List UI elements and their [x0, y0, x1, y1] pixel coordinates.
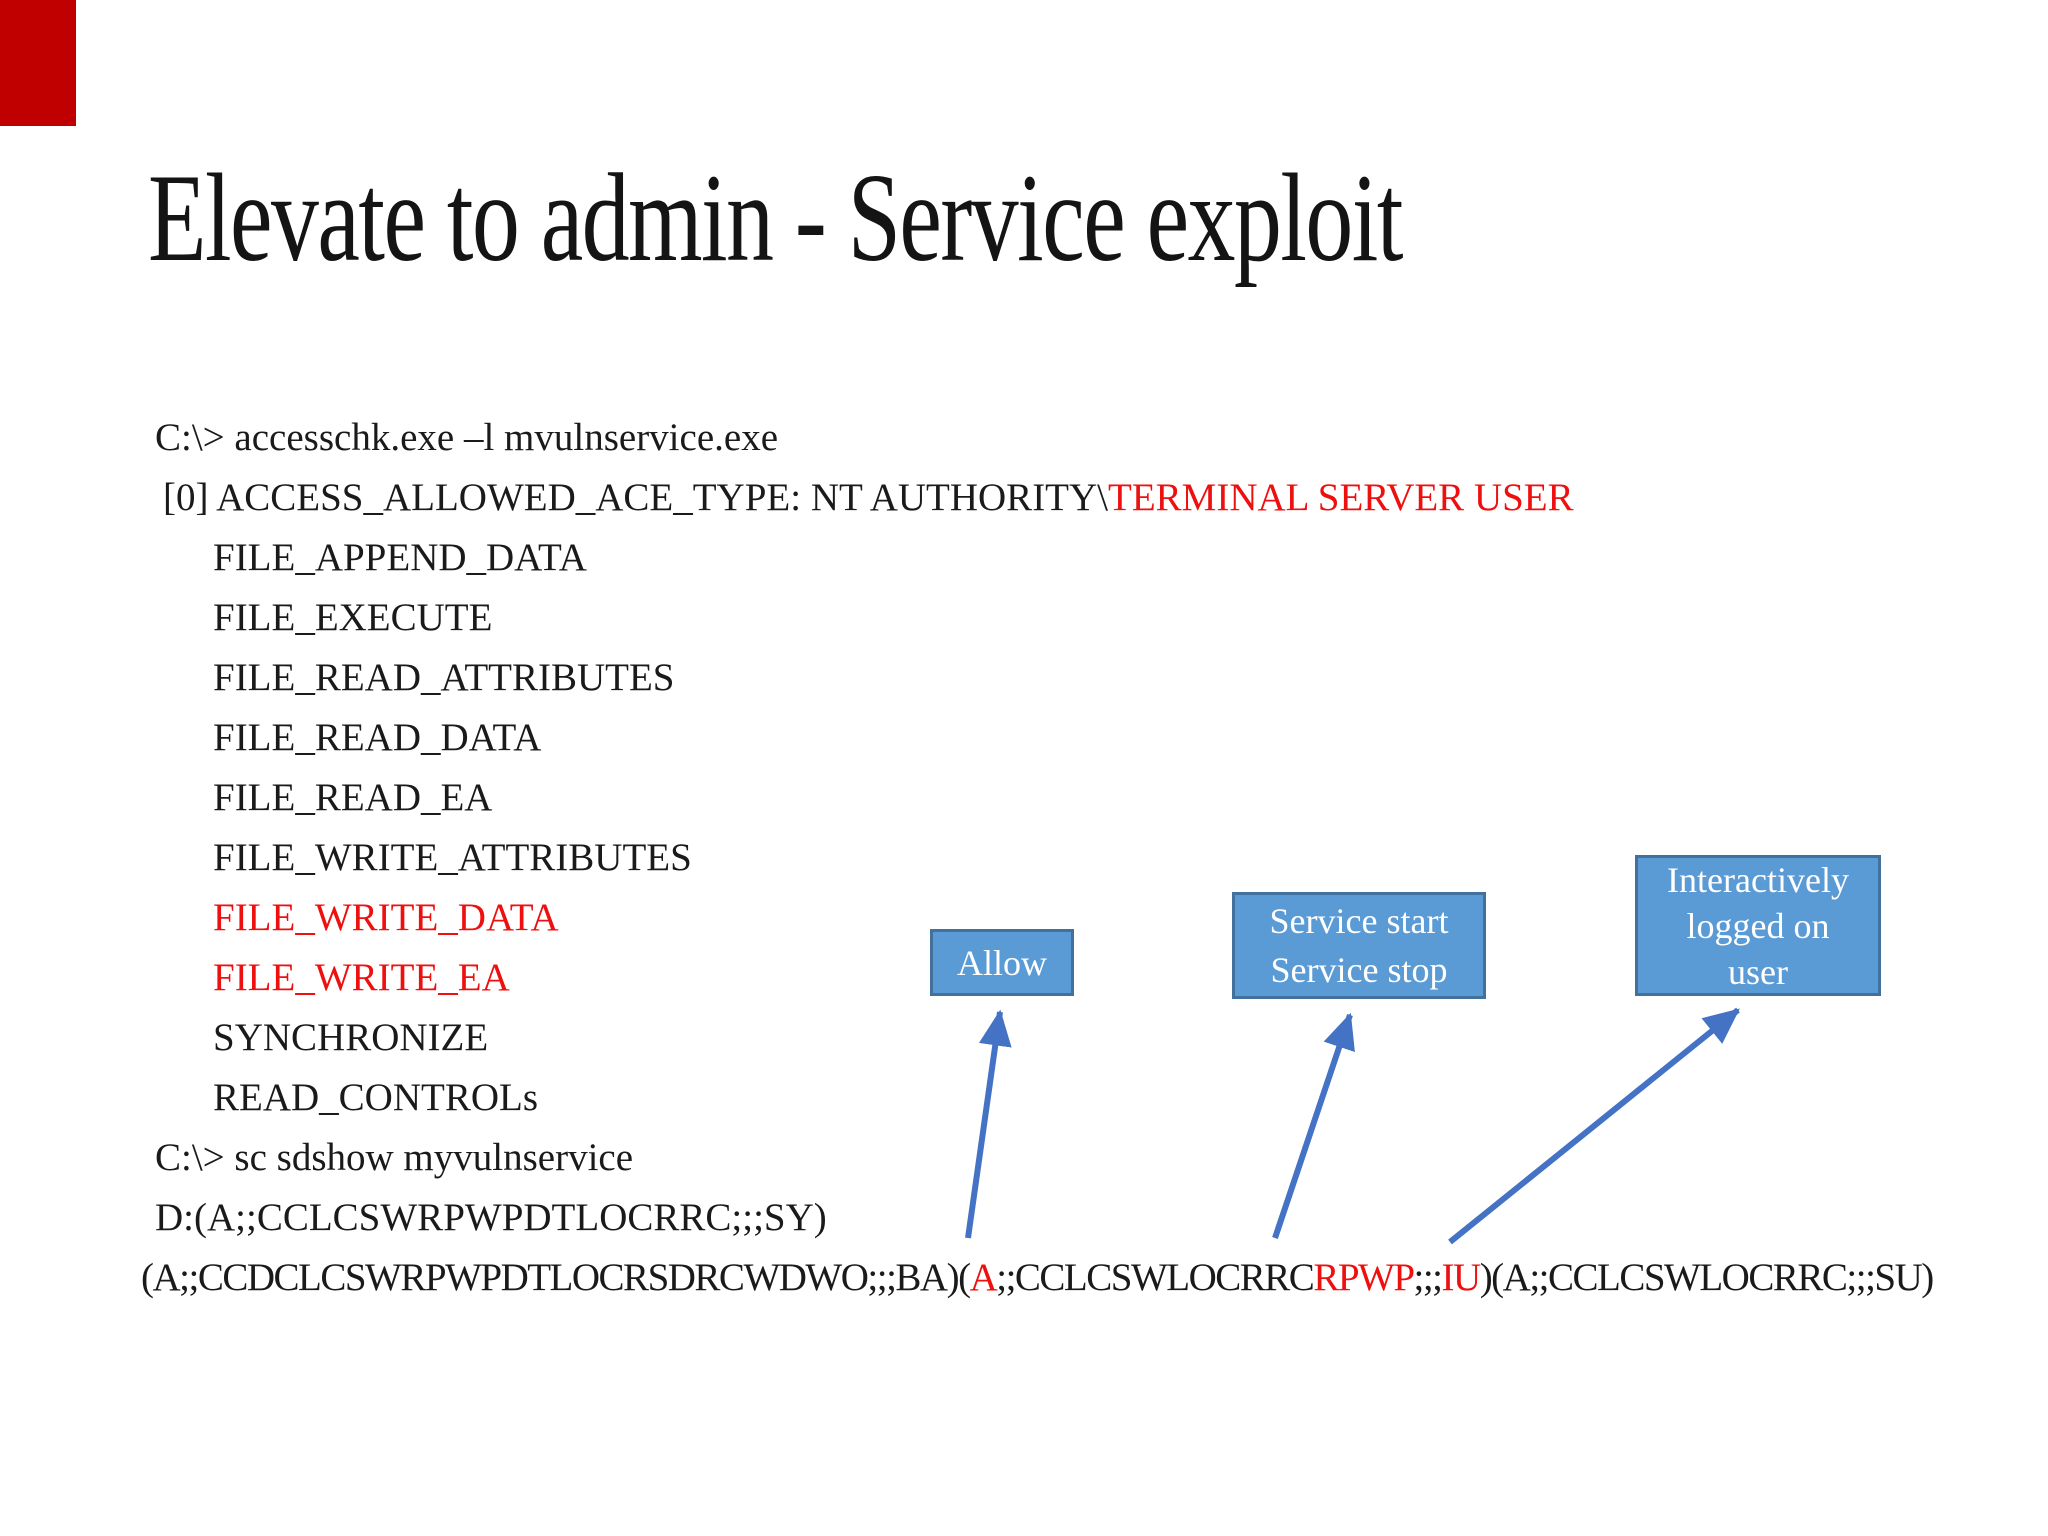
text-segment: ;;; [1413, 1256, 1444, 1299]
slide-title: Elevate to admin - Service exploit [148, 149, 1403, 288]
callout-allow: Allow [930, 929, 1074, 996]
terminal-line: FILE_READ_EA [155, 768, 2048, 828]
text-segment: C:\> sc sdshow myvulnservice [155, 1136, 634, 1179]
text-segment: (A;;CCDCLCSWRPWPDTLOCRSDRCWDWO;;;BA)( [141, 1256, 971, 1299]
text-segment: [0] ACCESS_ALLOWED_ACE_TYPE: NT AUTHORIT… [163, 476, 1109, 519]
highlighted-token: IU [1441, 1256, 1482, 1299]
terminal-line: [0] ACCESS_ALLOWED_ACE_TYPE: NT AUTHORIT… [155, 468, 2048, 528]
terminal-line: FILE_EXECUTE [155, 588, 2048, 648]
terminal-line: FILE_WRITE_ATTRIBUTES [155, 828, 2048, 888]
callout-service-start-stop: Service start Service stop [1232, 892, 1486, 999]
terminal-line: D:(A;;CCLCSWRPWPDTLOCRRC;;;SY) [155, 1188, 2048, 1248]
terminal-line: C:\> sc sdshow myvulnservice [155, 1128, 2048, 1188]
terminal-line: FILE_WRITE_DATA [155, 888, 2048, 948]
highlighted-token: TERMINAL SERVER USER [1108, 476, 1574, 519]
text-segment: SYNCHRONIZE [213, 1016, 489, 1059]
text-segment: D:(A;;CCLCSWRPWPDTLOCRRC;;;SY) [155, 1196, 827, 1239]
text-segment: )(A;;CCLCSWLOCRRC;;;SU) [1479, 1256, 1935, 1299]
text-segment: FILE_EXECUTE [213, 596, 493, 639]
highlighted-token: FILE_WRITE_EA [213, 956, 510, 999]
highlighted-token: FILE_WRITE_DATA [213, 896, 559, 939]
terminal-line: FILE_READ_DATA [155, 708, 2048, 768]
text-segment: FILE_WRITE_ATTRIBUTES [213, 836, 692, 879]
terminal-line: READ_CONTROLs [155, 1068, 2048, 1128]
text-segment: FILE_READ_EA [213, 776, 493, 819]
corner-accent [0, 0, 76, 126]
highlighted-token: A [969, 1256, 998, 1299]
text-segment: FILE_APPEND_DATA [213, 536, 587, 579]
text-segment: READ_CONTROLs [213, 1076, 539, 1119]
text-segment: C:\> accesschk.exe –l mvulnservice.exe [155, 416, 779, 459]
terminal-output: C:\> accesschk.exe –l mvulnservice.exe [0… [141, 408, 2048, 1308]
highlighted-token: RPWP [1313, 1256, 1415, 1299]
text-segment: FILE_READ_DATA [213, 716, 542, 759]
text-segment: FILE_READ_ATTRIBUTES [213, 656, 675, 699]
terminal-line: FILE_APPEND_DATA [155, 528, 2048, 588]
terminal-line: FILE_READ_ATTRIBUTES [155, 648, 2048, 708]
terminal-line: FILE_WRITE_EA [155, 948, 2048, 1008]
callout-interactive-user: Interactively logged on user [1635, 855, 1881, 996]
terminal-line: (A;;CCDCLCSWRPWPDTLOCRSDRCWDWO;;;BA)(A;;… [141, 1248, 2048, 1308]
terminal-line: C:\> accesschk.exe –l mvulnservice.exe [155, 408, 2048, 468]
terminal-line: SYNCHRONIZE [155, 1008, 2048, 1068]
text-segment: ;;CCLCSWLOCRRC [996, 1256, 1315, 1299]
